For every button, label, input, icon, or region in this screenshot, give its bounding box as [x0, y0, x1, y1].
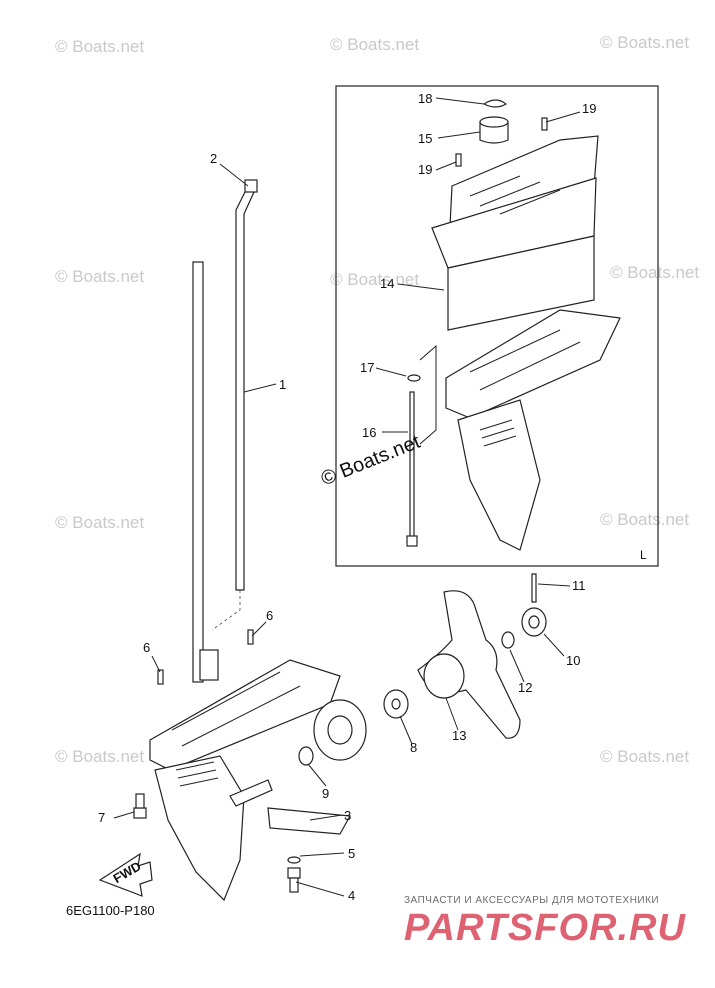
callout-2: 2 [210, 151, 217, 166]
callout-13: 13 [452, 728, 466, 743]
leader-lines [113, 97, 581, 897]
inset-frame [335, 85, 659, 567]
callout-17: 17 [360, 360, 374, 375]
callout-14: 14 [380, 276, 394, 291]
callout-7: 7 [98, 810, 105, 825]
callouts: 1 2 3 4 5 6 6 7 8 9 10 11 12 13 14 15 16… [98, 91, 596, 903]
callout-16: 16 [362, 425, 376, 440]
callout-5: 5 [348, 846, 355, 861]
watermark: © Boats.net [55, 37, 144, 56]
watermarks: © Boats.net © Boats.net © Boats.net © Bo… [55, 33, 699, 766]
callout-6: 6 [143, 640, 150, 655]
brand-tagline: ЗАПЧАСТИ И АКСЕССУАРЫ ДЛЯ МОТОТЕХНИКИ [404, 895, 660, 906]
fwd-arrow: FWD [98, 852, 153, 897]
watermark: © Boats.net [55, 513, 144, 532]
shaft-assembly [192, 179, 258, 683]
callout-12: 12 [518, 680, 532, 695]
callout-15: 15 [418, 131, 432, 146]
watermark: © Boats.net [330, 270, 419, 289]
callout-8: 8 [410, 740, 417, 755]
watermark: © Boats.net [600, 747, 689, 766]
callout-11: 11 [572, 578, 586, 593]
watermark: © Boats.net [600, 33, 689, 52]
callout-3: 3 [344, 808, 351, 823]
callout-18: 18 [418, 91, 432, 106]
lower-casing [149, 629, 341, 902]
inset-letter: L [640, 548, 647, 562]
callout-9: 9 [322, 786, 329, 801]
watermark: © Boats.net [330, 35, 419, 54]
inset-parts [406, 99, 548, 547]
watermark: © Boats.net [600, 510, 689, 529]
watermark: © Boats.net [610, 263, 699, 282]
watermark: © Boats.net [55, 267, 144, 286]
propeller-assembly [133, 573, 547, 893]
callout-6: 6 [266, 608, 273, 623]
upper-casing [431, 135, 621, 551]
callout-4: 4 [348, 888, 355, 903]
callout-19: 19 [418, 162, 432, 177]
callout-10: 10 [566, 653, 580, 668]
callout-19: 19 [582, 101, 596, 116]
callout-1: 1 [279, 377, 286, 392]
watermark: © Boats.net [55, 747, 144, 766]
brand-logo: PARTSFOR.RU [404, 907, 686, 949]
diagram-code: 6EG1100-P180 [66, 903, 155, 918]
